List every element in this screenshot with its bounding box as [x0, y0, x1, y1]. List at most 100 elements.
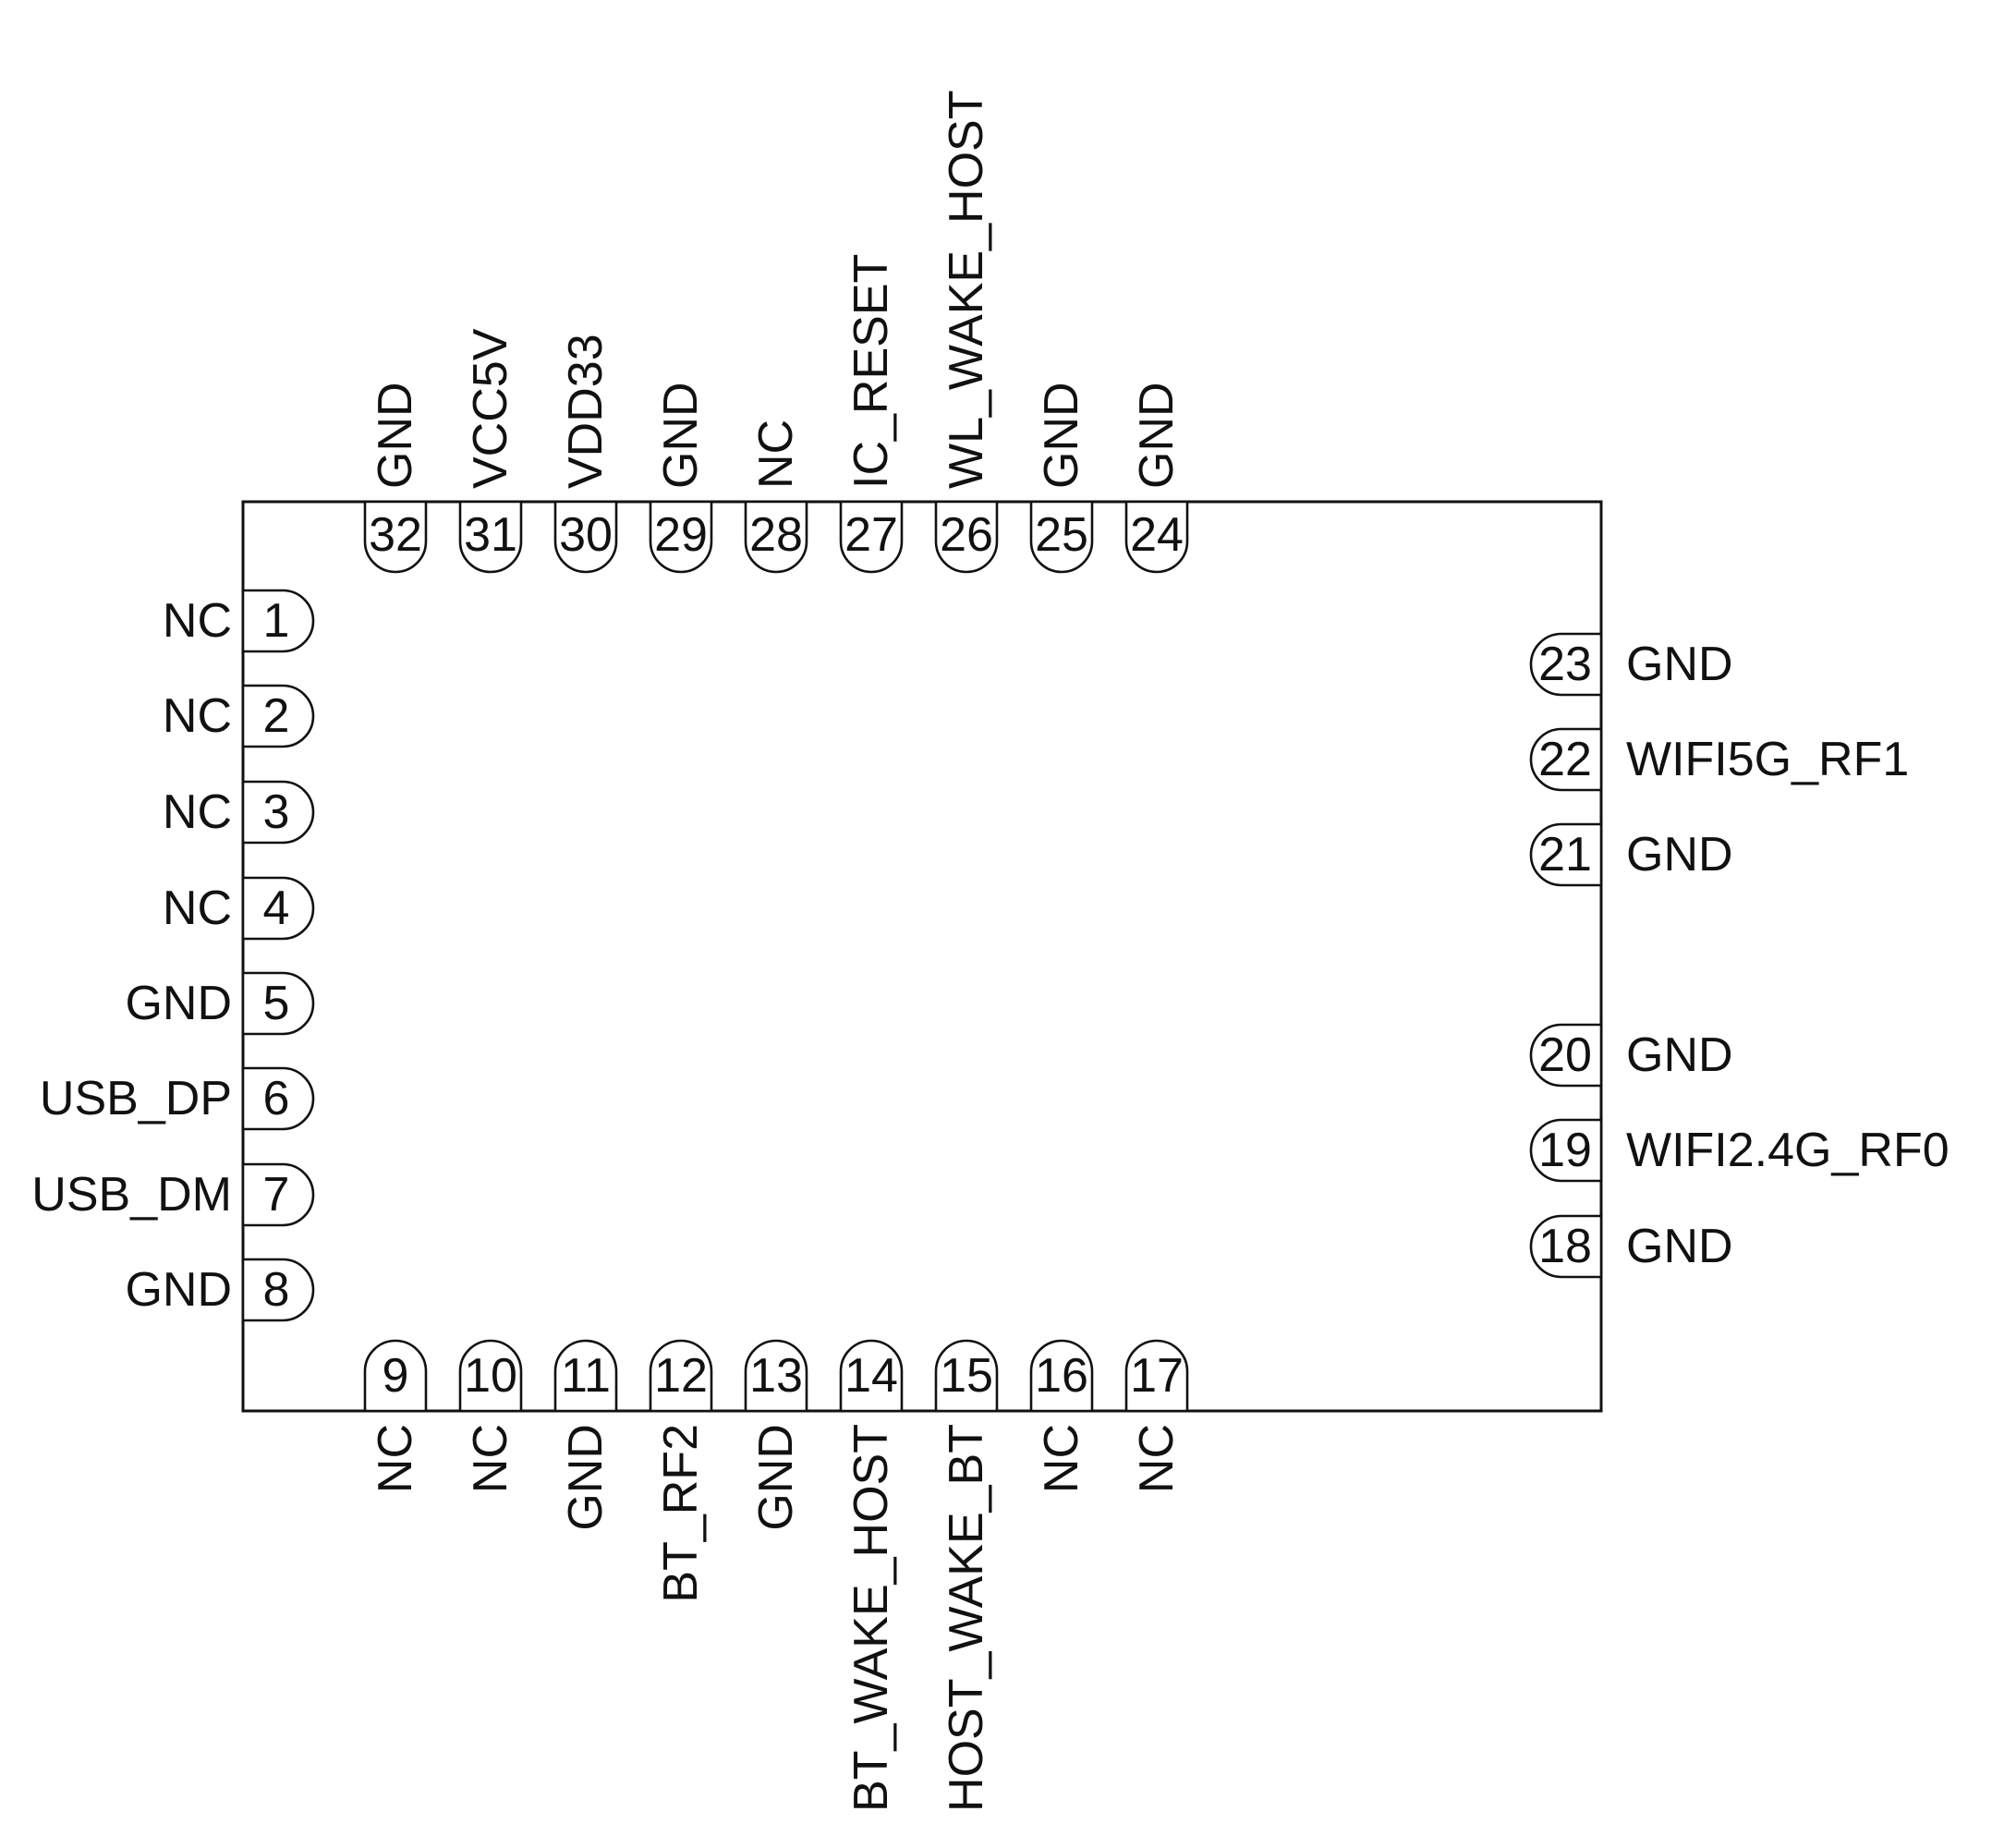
pin-number: 14 [844, 1349, 898, 1403]
pin-number: 11 [561, 1349, 611, 1403]
pin-tab [1529, 822, 1603, 887]
pin-label: GND [1035, 382, 1088, 489]
pin-tab [241, 684, 315, 748]
pin-label: VDD33 [559, 334, 613, 489]
pin-label: BT_RF2 [654, 1424, 708, 1603]
pin-tab [1029, 500, 1094, 574]
pin-number: 25 [1035, 508, 1088, 562]
pin-label: GND [125, 1263, 232, 1317]
pin-number: 15 [940, 1349, 993, 1403]
pin-4: 4NC [163, 876, 315, 941]
pin-19: 19 WIFI2.4G_RF0 [1529, 1118, 1949, 1183]
pin-label: NC [1130, 1424, 1184, 1493]
pin-number: 6 [263, 1072, 290, 1125]
pin-number: 13 [749, 1349, 803, 1403]
pin-tab [241, 1258, 315, 1322]
pin-tab [839, 1339, 904, 1413]
pin-label: GND [1626, 828, 1733, 881]
pin-label: NC [163, 785, 232, 839]
pin-number: 19 [1538, 1124, 1592, 1177]
pin-label: GND [1626, 1220, 1733, 1273]
pin-label: NC [163, 594, 232, 648]
pin-label: NC [163, 881, 232, 935]
pin-number: 7 [263, 1168, 290, 1222]
pin-number: 31 [464, 508, 517, 562]
pin-number: 16 [1035, 1349, 1088, 1403]
pin-tab [1529, 632, 1603, 697]
pin-label: GND [749, 1424, 803, 1531]
pin-tab [1124, 1339, 1189, 1413]
pin-tab [1529, 1118, 1603, 1183]
pin-8: 8 GND [125, 1258, 315, 1322]
pin-label: USB_DP [40, 1072, 232, 1125]
pin-tab [1124, 500, 1189, 574]
pin-tab [1029, 1339, 1094, 1413]
pin-tab [553, 500, 618, 574]
pin-tab [458, 1339, 523, 1413]
pin-tab [241, 780, 315, 845]
pin-5: 5 GND [125, 971, 315, 1036]
pin-number: 3 [263, 785, 290, 839]
pin-label: VCC5V [464, 328, 517, 489]
pin-25: 25 GND [1029, 382, 1094, 574]
pin-number: 5 [263, 977, 290, 1030]
pin-label: WL_WAKE_HOST [940, 91, 993, 490]
pin-1: 1 NC [163, 589, 315, 653]
pin-number: 1 [263, 594, 290, 648]
pin-number: 20 [1538, 1028, 1592, 1082]
pin-number: 8 [263, 1263, 290, 1317]
pin-label: WIFI2.4G_RF0 [1626, 1124, 1949, 1177]
pin-number: 18 [1538, 1220, 1592, 1273]
pin-tab [934, 1339, 999, 1413]
pin-label: NC [1035, 1424, 1088, 1493]
pin-number: 17 [1130, 1349, 1184, 1403]
pin-label: GND [369, 382, 422, 489]
pin-tab [241, 1162, 315, 1227]
pin-label: NC [464, 1424, 517, 1493]
pin-label: NC [749, 419, 803, 489]
pin-number: 27 [844, 508, 898, 562]
pin-tab [241, 589, 315, 653]
pin-label: NC [163, 689, 232, 743]
pin-3: 3 NC [163, 780, 315, 845]
pin-tab [553, 1339, 618, 1413]
pin-label: GND [654, 382, 708, 489]
pin-label: BT_WAKE_HOST [844, 1424, 898, 1812]
pin-label: GND [1626, 638, 1733, 691]
pin-number: 26 [940, 508, 993, 562]
pin-9: 9NC [363, 1339, 428, 1493]
pin-tab [1529, 1214, 1603, 1279]
pin-number: 10 [464, 1349, 517, 1403]
pin-tab [1529, 727, 1603, 792]
pin-number: 29 [654, 508, 708, 562]
pin-number: 9 [383, 1349, 409, 1403]
pin-tab [241, 1066, 315, 1131]
pin-label: NC [369, 1424, 422, 1493]
pin-2: 2 NC [163, 684, 315, 748]
pin-29: 29 GND [649, 382, 713, 574]
pin-number: 2 [263, 689, 290, 743]
pin-label: GND [125, 977, 232, 1030]
pin-tab [744, 1339, 808, 1413]
pin-number: 24 [1130, 508, 1184, 562]
pin-number: 30 [559, 508, 613, 562]
module-body-outline [241, 500, 1603, 1413]
pin-label: GND [1130, 382, 1184, 489]
pin-6: 6 USB_DP [40, 1066, 315, 1131]
pin-number: 32 [369, 508, 422, 562]
